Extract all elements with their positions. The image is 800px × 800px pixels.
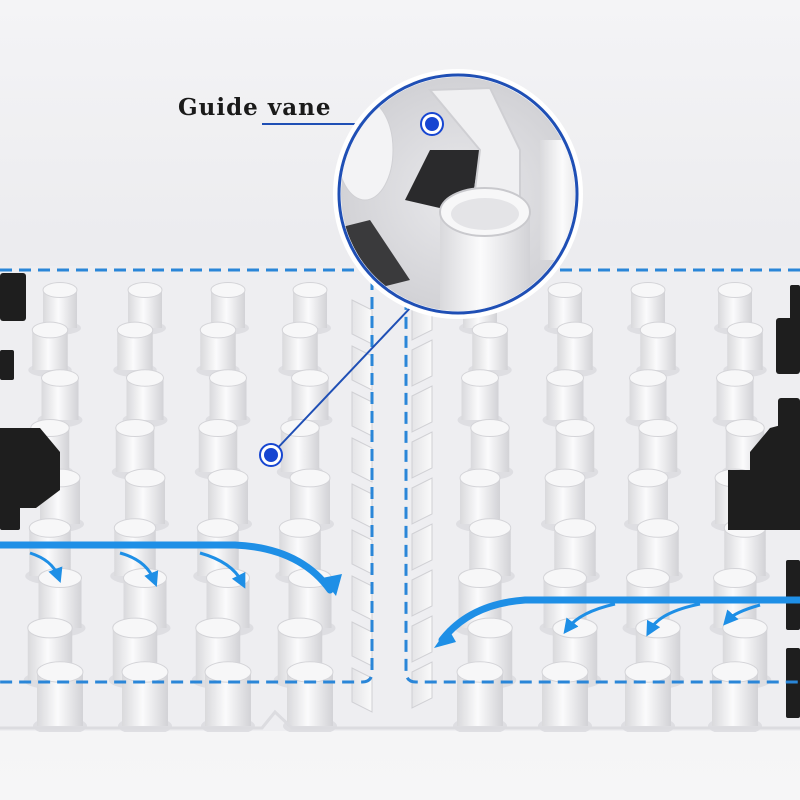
guide-vane: [351, 667, 373, 713]
tray-post: [621, 661, 675, 732]
tray-post: [201, 661, 255, 732]
tray-post: [196, 321, 240, 378]
tray-post: [723, 321, 767, 378]
tray-post: [283, 661, 337, 732]
flow-arrows-left: [0, 541, 342, 596]
guide-vane: [411, 477, 433, 525]
guide-vane: [351, 437, 373, 483]
tray-panel: [0, 266, 800, 732]
tray-post: [468, 321, 512, 378]
tray-post: [636, 321, 680, 378]
flow-arrow: [563, 602, 616, 634]
zone-left-border: [0, 268, 374, 684]
guide-vane-label: Guide vane: [178, 94, 332, 121]
flow-arrows-right: [434, 596, 800, 648]
tray-post: [634, 418, 682, 480]
tray-post: [453, 661, 507, 732]
flow-arrow: [723, 603, 761, 626]
tray-post: [118, 661, 172, 732]
flow-arrow: [119, 551, 159, 587]
tray-post: [113, 321, 157, 378]
tray-post: [122, 369, 168, 428]
flow-arrow: [199, 551, 246, 589]
guide-vane: [411, 661, 433, 709]
flow-arrow: [29, 551, 63, 584]
tray-edge: [0, 709, 800, 730]
tray-post: [718, 617, 772, 689]
tray-post: [33, 661, 87, 732]
tray-post: [37, 369, 83, 428]
tray-post: [542, 369, 588, 428]
tray-post: [205, 369, 251, 428]
tray-post: [708, 661, 762, 732]
callout-leader-diagonal: [270, 305, 413, 456]
guide-vane: [411, 569, 433, 617]
tray-post: [28, 321, 72, 378]
guide-vane: [411, 385, 433, 433]
tray-post: [625, 369, 671, 428]
flow-arrow: [646, 602, 701, 637]
fittings-left: [0, 273, 60, 530]
tray-post: [538, 661, 592, 732]
tray-post: [111, 418, 159, 480]
guide-vane: [411, 523, 433, 571]
guide-vane: [411, 431, 433, 479]
dot-marker-icon: [259, 443, 283, 467]
tray-post: [457, 369, 503, 428]
dot-marker-icon: [420, 112, 444, 136]
guide-vane: [411, 339, 433, 387]
tray-post: [456, 468, 504, 532]
guide-vane: [411, 615, 433, 663]
magnifier-lens: [333, 69, 583, 319]
tray-post: [553, 321, 597, 378]
fittings-right: [728, 285, 800, 718]
tray-post: [278, 321, 322, 378]
tray-post: [712, 369, 758, 428]
